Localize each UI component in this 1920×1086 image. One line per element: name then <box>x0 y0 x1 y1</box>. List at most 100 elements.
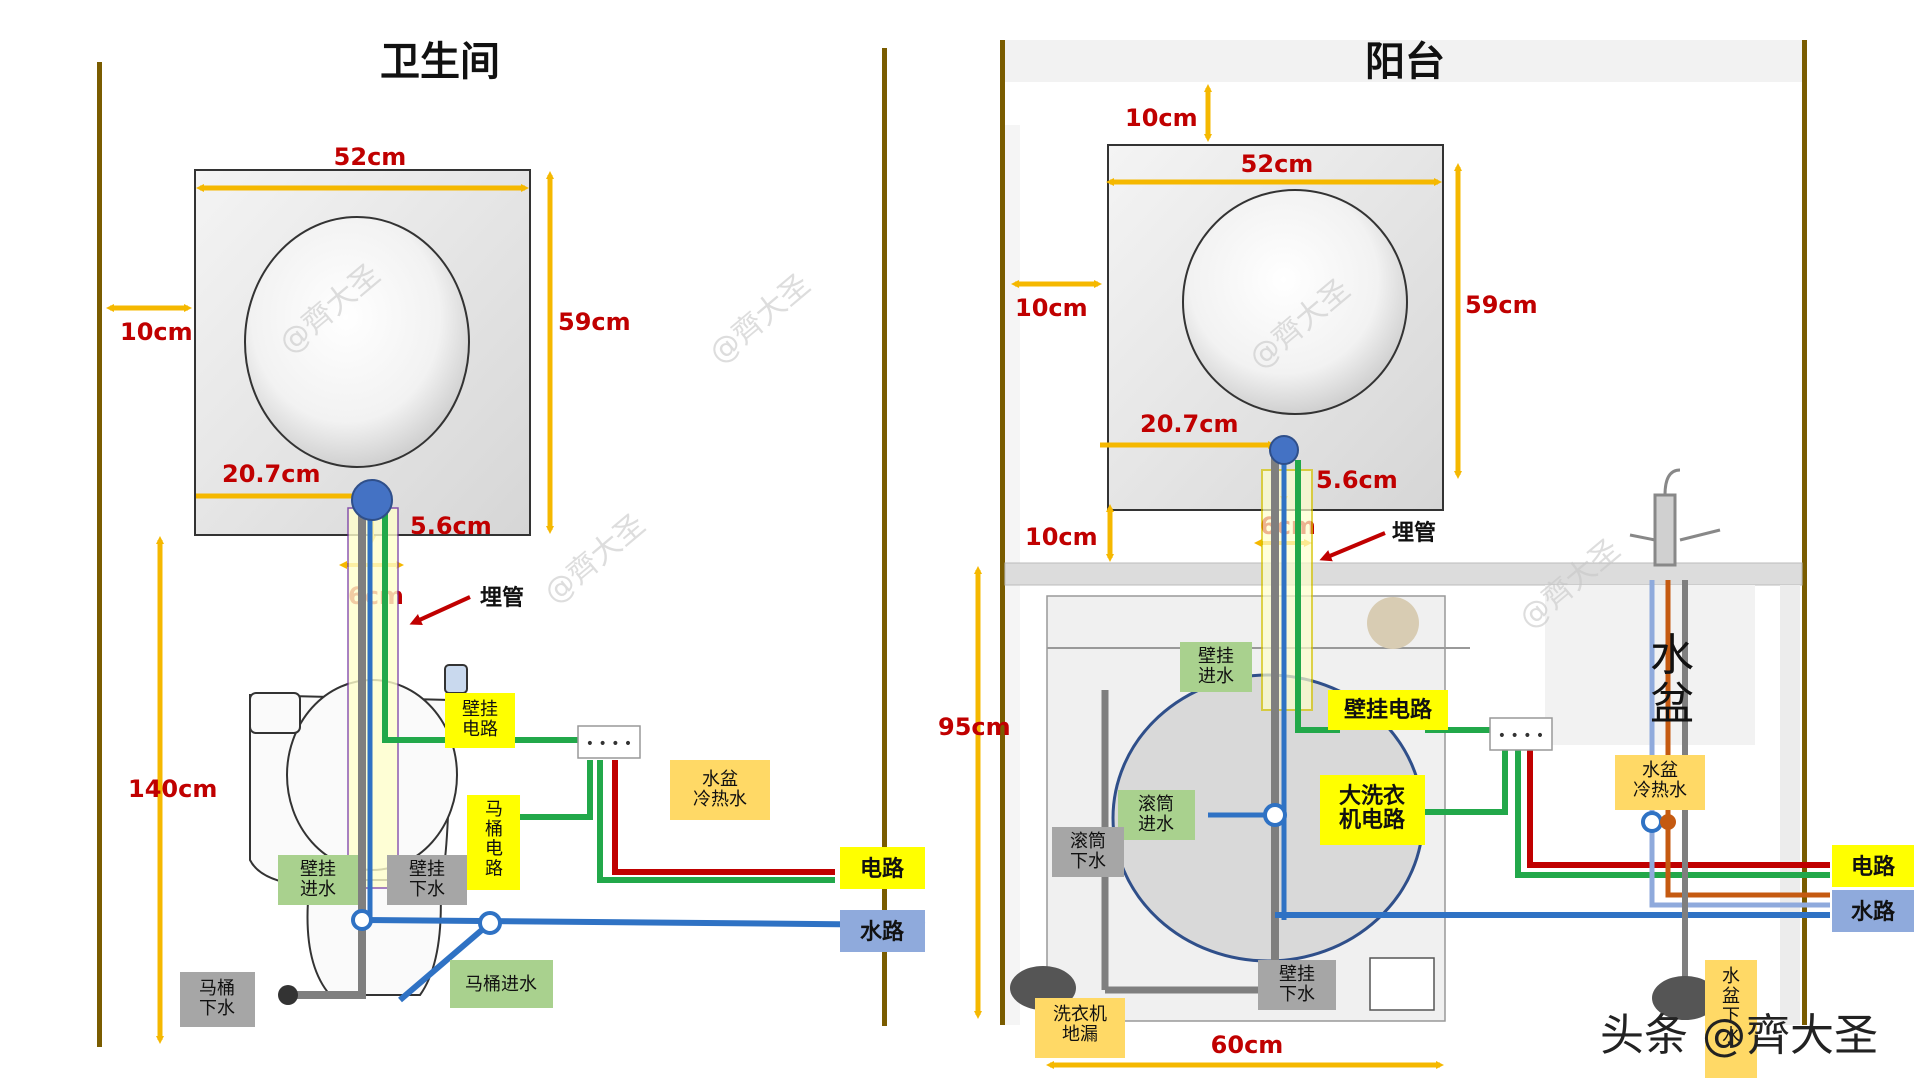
svg-text:水路: 水路 <box>1851 899 1896 925</box>
buried-pipe-zone <box>347 507 399 889</box>
svg-text:壁挂电路: 壁挂电路 <box>1344 697 1433 723</box>
label-wall-drain: 壁挂下水 <box>387 855 467 905</box>
bottom-gap-label: 10cm <box>1025 523 1098 551</box>
svg-text:• • • •: • • • • <box>1498 728 1544 744</box>
bathroom-title: 卫生间 <box>380 39 500 85</box>
svg-text:• • • •: • • • • <box>586 736 632 752</box>
balcony-green-main <box>1515 750 1830 878</box>
balcony-side-gap-label: 10cm <box>1015 294 1088 322</box>
washer-panel-box <box>1369 957 1435 1011</box>
svg-text:壁挂进水: 壁挂进水 <box>300 859 336 900</box>
balcony-socket: • • • • <box>1489 717 1553 751</box>
water-junction <box>351 909 373 931</box>
balcony-wall-power-line <box>1295 460 1340 733</box>
svg-text:水盆冷热水: 水盆冷热水 <box>693 769 747 810</box>
basin-hot-junction <box>1660 814 1676 830</box>
buried-pipe-arrow <box>409 595 471 625</box>
bathroom-socket: • • • • <box>577 725 641 759</box>
svg-text:电路: 电路 <box>860 856 905 882</box>
balcony-buried-pipe-label: 埋管 <box>1392 520 1436 546</box>
label-basin-water: 水盆冷热水 <box>670 760 770 820</box>
svg-text:滚筒进水: 滚筒进水 <box>1138 794 1174 835</box>
label-drum-inlet: 滚筒进水 <box>1118 790 1195 840</box>
svg-text:电路: 电路 <box>1851 854 1896 880</box>
balcony-buried-pipe-arrow <box>1319 531 1386 562</box>
label-basin: 水盆 <box>1650 630 1694 729</box>
counter-leg <box>1780 585 1800 1025</box>
label-wall-power: 壁挂电路 <box>445 693 515 748</box>
bathroom-section: 卫生间 52cm 59cm 10cm 20.7cm 5.6cm 6cm 140c… <box>97 39 926 1047</box>
svg-text:@齊大圣: @齊大圣 <box>538 507 652 611</box>
toilet-drain-outlet <box>278 985 298 1005</box>
water-main-line <box>361 917 926 928</box>
label-toilet-inlet: 马桶进水 <box>450 960 553 1008</box>
svg-text:壁挂电路: 壁挂电路 <box>462 699 498 740</box>
balcony-header-band <box>1005 40 1805 82</box>
drum-inlet-junction <box>1263 803 1287 827</box>
washer-power-line <box>1425 750 1508 815</box>
basin-cold-junction <box>1641 811 1663 833</box>
basin-floor-drain <box>1652 976 1718 1020</box>
svg-text:滚筒下水: 滚筒下水 <box>1070 831 1106 872</box>
washer-width-label: 60cm <box>1211 1031 1284 1059</box>
toilet-drain-pipe <box>290 920 366 999</box>
basin-hot-pipe <box>1665 580 1830 898</box>
label-drum-drain: 滚筒下水 <box>1052 827 1124 877</box>
height-dim-label: 59cm <box>558 308 631 336</box>
label-balcony-wall-power: 壁挂电路 <box>1328 690 1448 730</box>
wall-power-line <box>382 510 445 743</box>
balcony-left-wall <box>1000 40 1005 1025</box>
label-wall-inlet: 壁挂进水 <box>278 855 358 905</box>
right-wall <box>882 48 887 1026</box>
svg-text:水路: 水路 <box>860 919 905 945</box>
label-balcony-wall-inlet: 壁挂进水 <box>1180 642 1252 692</box>
svg-text:大洗衣机电路: 大洗衣机电路 <box>1339 783 1406 833</box>
label-balcony-water: 水路 <box>1832 890 1914 932</box>
label-washer-power: 大洗衣机电路 <box>1320 775 1425 845</box>
outlet-offset-label: 20.7cm <box>222 460 320 488</box>
toilet-inlet-pipe <box>398 920 492 1003</box>
balcony-height-label: 59cm <box>1465 291 1538 319</box>
top-gap-label: 10cm <box>1125 104 1198 132</box>
label-balcony-power: 电路 <box>1832 845 1914 887</box>
label-water: 水路 <box>840 910 925 952</box>
toilet-power-line <box>520 760 593 820</box>
balcony-floor-height-label: 95cm <box>938 713 1011 741</box>
balcony-heater-outlet <box>1269 435 1299 465</box>
svg-text:水盆: 水盆 <box>1650 630 1694 729</box>
heater-outlet-port <box>351 479 393 521</box>
buried-pipe-label: 埋管 <box>480 585 524 611</box>
svg-text:水盆冷热水: 水盆冷热水 <box>1633 760 1687 801</box>
label-balcony-basin-water: 水盆冷热水 <box>1615 755 1705 810</box>
pipe-offset-label: 5.6cm <box>410 512 492 540</box>
heater-drum <box>244 216 470 468</box>
washer-knob <box>1367 597 1419 649</box>
balcony-heater-drum <box>1182 189 1408 415</box>
green-main-line <box>597 760 835 883</box>
balcony-pipe-offset-label: 5.6cm <box>1316 466 1398 494</box>
floor-height-label: 140cm <box>128 775 217 803</box>
balcony-right-wall <box>1802 40 1807 1025</box>
red-power-line <box>612 760 835 875</box>
svg-text:壁挂进水: 壁挂进水 <box>1198 646 1234 687</box>
svg-text:壁挂下水: 壁挂下水 <box>1279 964 1315 1005</box>
toilet-inlet-junction <box>478 911 502 935</box>
left-wall <box>97 62 102 1047</box>
label-toilet-drain: 马桶下水 <box>180 972 255 1027</box>
svg-text:马桶下水: 马桶下水 <box>199 978 235 1019</box>
width-dim-label: 52cm <box>334 143 407 171</box>
countertop <box>1004 562 1803 586</box>
basin-cold-pipe <box>1649 580 1830 908</box>
label-balcony-wall-drain: 壁挂下水 <box>1258 960 1336 1010</box>
balcony-section: 阳台 10cm 52cm 10cm 59cm 20.7cm 5.6cm 6cm … <box>938 39 1914 1078</box>
balcony-red-power <box>1527 750 1830 868</box>
svg-text:马桶电路: 马桶电路 <box>485 799 503 879</box>
balcony-buried-pipe-zone <box>1261 469 1313 711</box>
balcony-width-label: 52cm <box>1241 150 1314 178</box>
label-toilet-power: 马桶电路 <box>467 795 520 890</box>
svg-text:洗衣机地漏: 洗衣机地漏 <box>1053 1004 1107 1045</box>
balcony-title: 阳台 <box>1365 39 1445 85</box>
balcony-outlet-offset-label: 20.7cm <box>1140 410 1238 438</box>
